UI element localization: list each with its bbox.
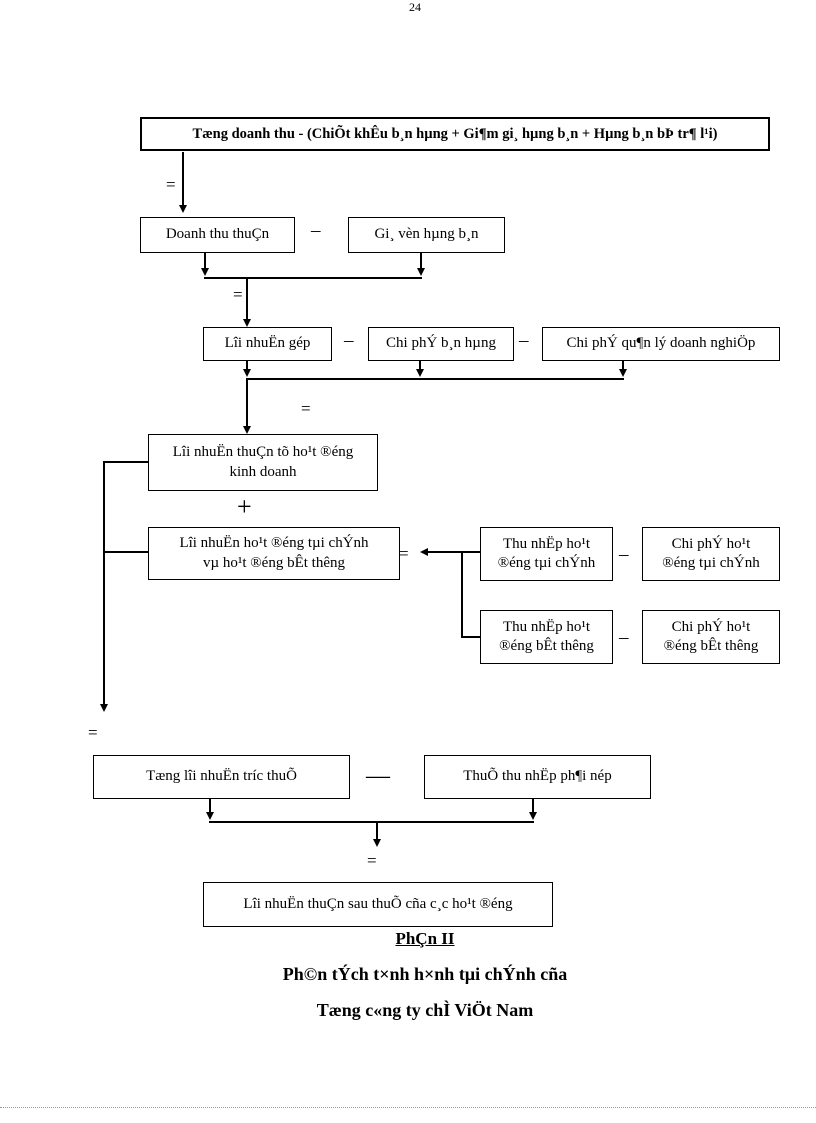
arrow-down-icon <box>619 369 627 377</box>
minus-operator: – <box>619 544 629 565</box>
flow-line <box>376 823 378 841</box>
box-financial-expense: Chi phÝ ho¹t ®éng tµi chÝnh <box>642 527 780 581</box>
flow-line <box>420 253 422 270</box>
flow-line <box>246 361 248 371</box>
flow-line <box>428 551 480 553</box>
arrow-down-icon <box>243 319 251 327</box>
flow-line <box>246 380 248 426</box>
box-admin-expense: Chi phÝ qu¶n lý doanh nghiÖp <box>542 327 780 361</box>
page-number: 24 <box>409 0 421 14</box>
box-profit-after-tax: Lîi nhuËn thuÇn sau thuÕ cña c¸c ho¹t ®é… <box>203 882 553 927</box>
section-title: PhÇn II <box>395 929 455 948</box>
flow-line <box>246 279 248 320</box>
arrow-left-icon <box>420 548 428 556</box>
dash-operator: — <box>366 763 390 789</box>
minus-operator: – <box>344 330 354 351</box>
flow-line <box>204 277 422 279</box>
flow-line <box>246 378 624 380</box>
flow-line <box>419 361 421 371</box>
box-financial-extra-profit: Lîi nhuËn ho¹t ®éng tµi chÝnh vµ ho¹t ®é… <box>148 527 400 580</box>
equals-operator: = <box>399 544 409 563</box>
box-net-revenue: Doanh thu thuÇn <box>140 217 295 253</box>
flow-line <box>532 799 534 814</box>
arrow-down-icon <box>529 812 537 820</box>
minus-operator: – <box>519 330 529 351</box>
flow-line <box>622 361 624 371</box>
minus-operator: – <box>619 627 629 648</box>
equals-operator: = <box>88 723 98 742</box>
equals-operator: = <box>166 175 176 194</box>
arrow-down-icon <box>243 369 251 377</box>
flow-line <box>461 636 480 638</box>
arrow-down-icon <box>416 369 424 377</box>
box-cogs: Gi¸ vèn hµng b¸n <box>348 217 505 253</box>
box-extraordinary-income: Thu nhËp ho¹t ®éng bÊt thêng <box>480 610 613 664</box>
box-operating-profit: Lîi nhuËn thuÇn tõ ho¹t ®éng kinh doanh <box>148 434 378 491</box>
flow-line <box>209 799 211 814</box>
box-profit-before-tax: Tæng lîi nhuËn tríc thuÕ <box>93 755 350 799</box>
section-subtitle-line2: Tæng c«ng ty chÌ ViÖt Nam <box>316 1000 534 1020</box>
arrow-down-icon <box>206 812 214 820</box>
arrow-down-icon <box>100 704 108 712</box>
box-total-revenue: Tæng doanh thu - (ChiÕt khÊu b¸n hµng + … <box>140 117 770 151</box>
flow-line <box>103 461 105 706</box>
flow-line <box>103 461 148 463</box>
arrow-down-icon <box>201 268 209 276</box>
box-selling-expense: Chi phÝ b¸n hµng <box>368 327 514 361</box>
flow-line <box>209 821 534 823</box>
arrow-down-icon <box>243 426 251 434</box>
section-subtitle-line1: Ph©n tÝch t×nh h×nh tµi chÝnh cña <box>282 964 568 984</box>
arrow-down-icon <box>373 839 381 847</box>
arrow-down-icon <box>179 205 187 213</box>
equals-operator: = <box>301 399 311 418</box>
page-bottom-rule <box>0 1107 816 1108</box>
flow-line <box>461 551 463 638</box>
box-extraordinary-expense: Chi phÝ ho¹t ®éng bÊt thêng <box>642 610 780 664</box>
arrow-down-icon <box>417 268 425 276</box>
box-income-tax: ThuÕ thu nhËp ph¶i nép <box>424 755 651 799</box>
flow-line <box>182 152 184 206</box>
equals-operator: = <box>233 285 243 304</box>
flow-line <box>103 551 148 553</box>
equals-operator: = <box>367 851 377 870</box>
box-gross-profit: Lîi nhuËn gép <box>203 327 332 361</box>
box-financial-income: Thu nhËp ho¹t ®éng tµi chÝnh <box>480 527 613 581</box>
flow-line <box>204 253 206 270</box>
minus-operator: – <box>311 220 321 241</box>
plus-operator: + <box>237 492 252 521</box>
